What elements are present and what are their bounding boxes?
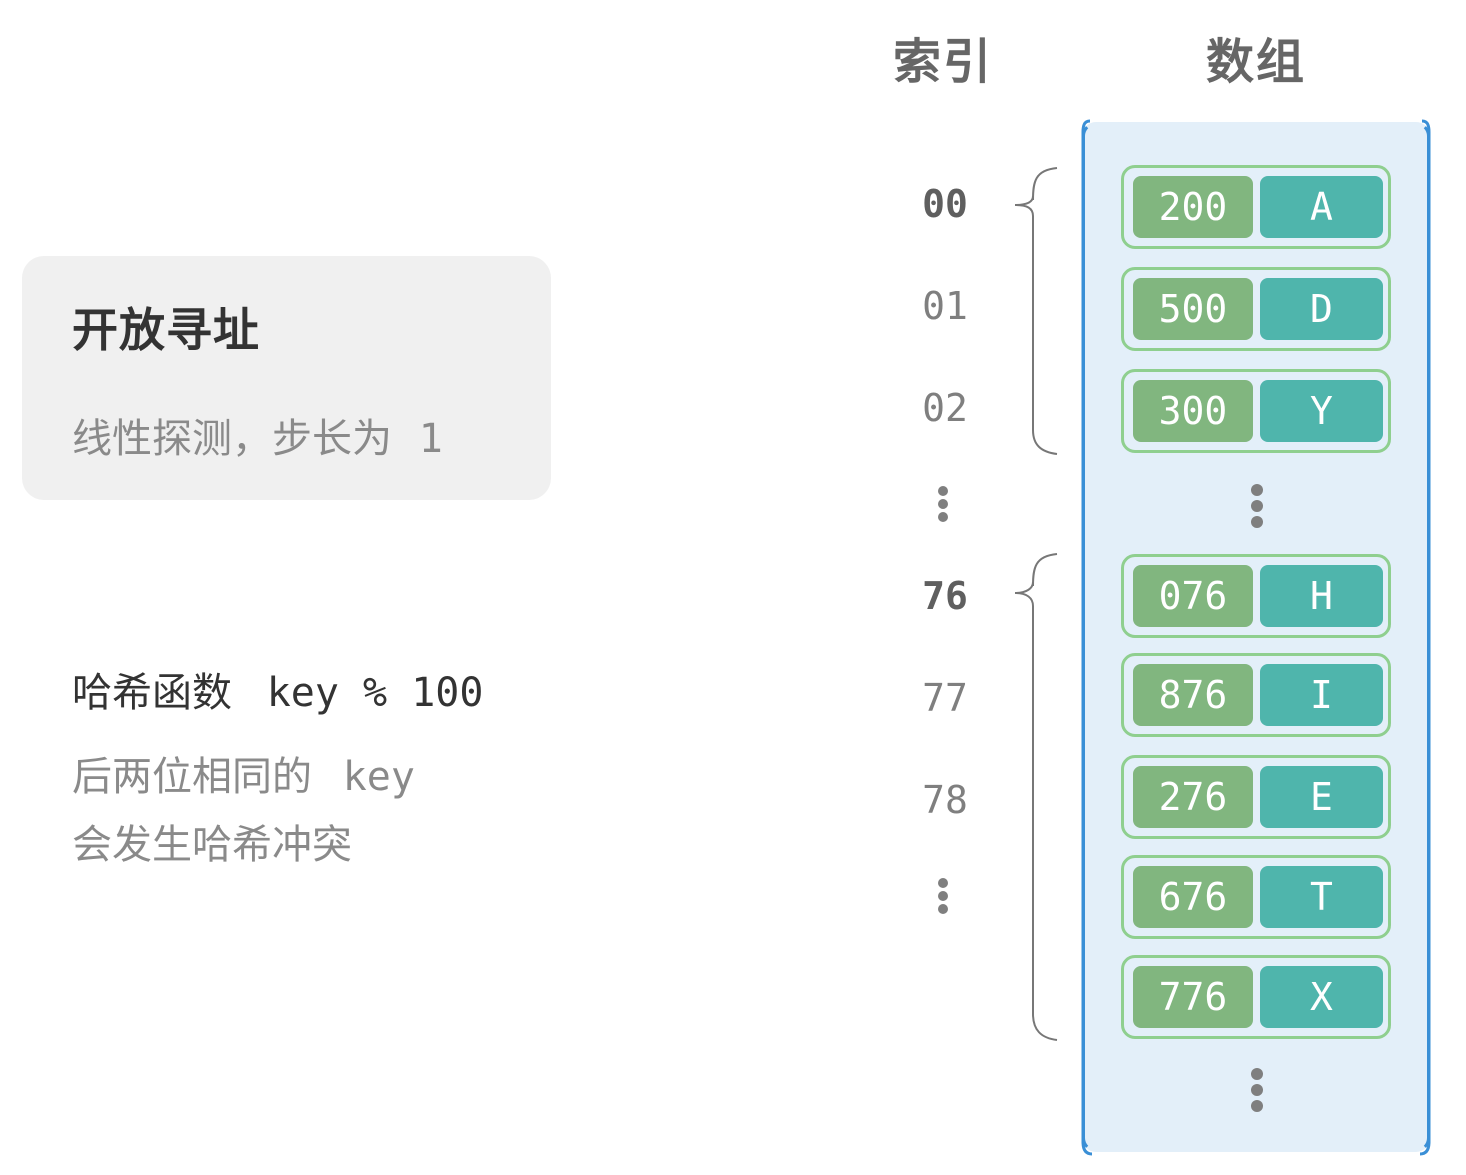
index-label: 77 <box>922 676 968 720</box>
group-brace-icon <box>1014 553 1058 1041</box>
bucket-value: X <box>1260 966 1383 1028</box>
bucket-pair: 876 I <box>1121 653 1391 737</box>
bucket-key: 776 <box>1133 966 1253 1028</box>
array-outline <box>1081 119 1431 1156</box>
bucket-pair: 200 A <box>1121 165 1391 249</box>
hash-function-expression: key % 100 <box>266 670 484 716</box>
bucket-key: 500 <box>1133 278 1253 340</box>
bucket-key: 276 <box>1133 766 1253 828</box>
bucket-pair: 300 Y <box>1121 369 1391 453</box>
bucket-value: T <box>1260 866 1383 928</box>
bucket-value: E <box>1260 766 1383 828</box>
card-subtitle-text: 线性探测，步长为 <box>72 416 392 462</box>
index-label: 76 <box>922 574 968 618</box>
index-header: 索引 <box>893 34 994 90</box>
bucket-value: Y <box>1260 380 1383 442</box>
index-label: 78 <box>922 778 968 822</box>
collision-note-line-2: 会发生哈希冲突 <box>72 822 352 868</box>
bucket-key: 300 <box>1133 380 1253 442</box>
index-label: 01 <box>922 284 968 328</box>
bucket-pair: 776 X <box>1121 955 1391 1039</box>
array-ellipsis-icon <box>1251 1068 1263 1112</box>
array-ellipsis-icon <box>1251 484 1263 528</box>
collision-note-line-1: 后两位相同的 key <box>72 744 415 802</box>
collision-note-key: key <box>342 754 415 800</box>
card-subtitle-step: 1 <box>418 416 443 462</box>
index-label: 02 <box>922 386 968 430</box>
index-ellipsis-icon <box>938 878 950 914</box>
bucket-value: D <box>1260 278 1383 340</box>
bucket-value: A <box>1260 176 1383 238</box>
bucket-value: H <box>1260 565 1383 627</box>
card-title: 开放寻址 <box>72 303 260 357</box>
array-header: 数组 <box>1206 34 1307 90</box>
hash-function-label: 哈希函数 key % 100 <box>72 660 483 718</box>
collision-note-text: 后两位相同的 <box>72 754 312 800</box>
bucket-key: 876 <box>1133 664 1253 726</box>
bucket-pair: 076 H <box>1121 554 1391 638</box>
bucket-key: 676 <box>1133 866 1253 928</box>
bucket-key: 076 <box>1133 565 1253 627</box>
bucket-pair: 676 T <box>1121 855 1391 939</box>
index-label: 00 <box>922 182 968 226</box>
info-card: 开放寻址 线性探测，步长为 1 <box>22 256 551 500</box>
group-brace-icon <box>1014 167 1058 455</box>
hash-function-prefix: 哈希函数 <box>72 670 232 716</box>
card-subtitle: 线性探测，步长为 1 <box>72 406 443 464</box>
bucket-pair: 276 E <box>1121 755 1391 839</box>
bucket-value: I <box>1260 664 1383 726</box>
bucket-pair: 500 D <box>1121 267 1391 351</box>
index-ellipsis-icon <box>938 486 950 522</box>
bucket-key: 200 <box>1133 176 1253 238</box>
